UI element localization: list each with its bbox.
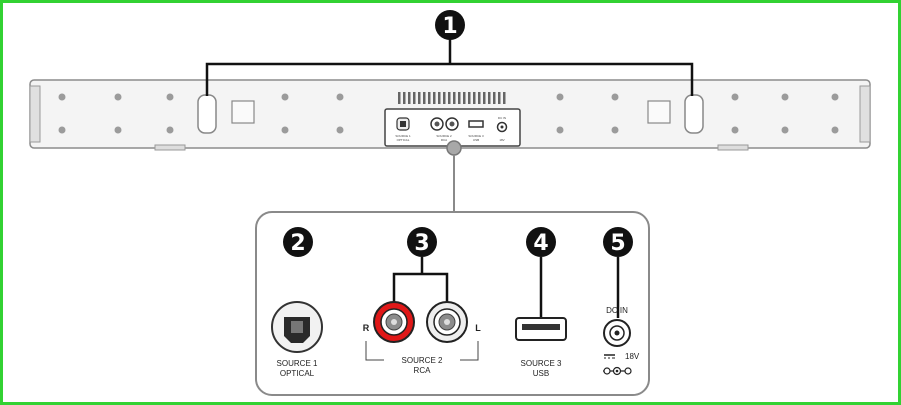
mini-label-usb-1: SOURCE 3 (468, 134, 484, 138)
dc-voltage-label: 18V (625, 352, 640, 361)
mini-connector-panel: SOURCE 1 OPTICAL SOURCE 2 RCA SOURCE 3 U… (384, 108, 521, 147)
mini-label-rca-2: RCA (441, 138, 447, 142)
mini-label-dc-voltage: 18V (499, 138, 504, 142)
rca-left-label: L (475, 323, 481, 333)
callout-3-bracket (392, 257, 449, 305)
dc-symbol-icon (604, 354, 615, 359)
callout-4-number: 4 (533, 231, 548, 256)
rca-label-line2: RCA (414, 366, 432, 375)
callout-3: 3 (407, 227, 437, 257)
rca-right-jack (373, 301, 415, 343)
callout-3-number: 3 (414, 231, 429, 256)
dc-jack (603, 319, 631, 347)
mini-label-usb-2: USB (473, 138, 479, 142)
usb-label-line2: USB (533, 369, 549, 378)
optical-port (271, 301, 323, 353)
mount-slot-right (684, 94, 704, 134)
optical-label-line1: SOURCE 1 (277, 359, 318, 368)
vent-grille (398, 92, 506, 104)
callout-1-number: 1 (442, 14, 457, 39)
callout-1: 1 (435, 10, 465, 40)
rca-left-jack (426, 301, 468, 343)
rca-label-line1: SOURCE 2 (402, 356, 443, 365)
dc-polarity-icon (603, 366, 632, 376)
usb-port (515, 317, 567, 341)
dc-in-label: DC IN (606, 306, 628, 315)
rca-right-label: R (363, 323, 370, 333)
callout-2: 2 (283, 227, 313, 257)
rca-label-bracket (365, 341, 479, 361)
mini-label-dc: DC IN (498, 116, 506, 120)
mount-slot-left (197, 94, 217, 134)
soundbar-body: SOURCE 1 OPTICAL SOURCE 2 RCA SOURCE 3 U… (29, 79, 871, 151)
callout-2-number: 2 (290, 231, 305, 256)
callout-4: 4 (526, 227, 556, 257)
callout-5-number: 5 (610, 231, 625, 256)
mini-label-rca-1: SOURCE 2 (436, 134, 452, 138)
callout-5: 5 (603, 227, 633, 257)
usb-label-line1: SOURCE 3 (521, 359, 562, 368)
mini-label-optical-1: SOURCE 1 (395, 134, 411, 138)
zoom-connector (446, 140, 462, 212)
mini-label-optical-2: OPTICAL (397, 138, 410, 142)
optical-label-line2: OPTICAL (280, 369, 315, 378)
